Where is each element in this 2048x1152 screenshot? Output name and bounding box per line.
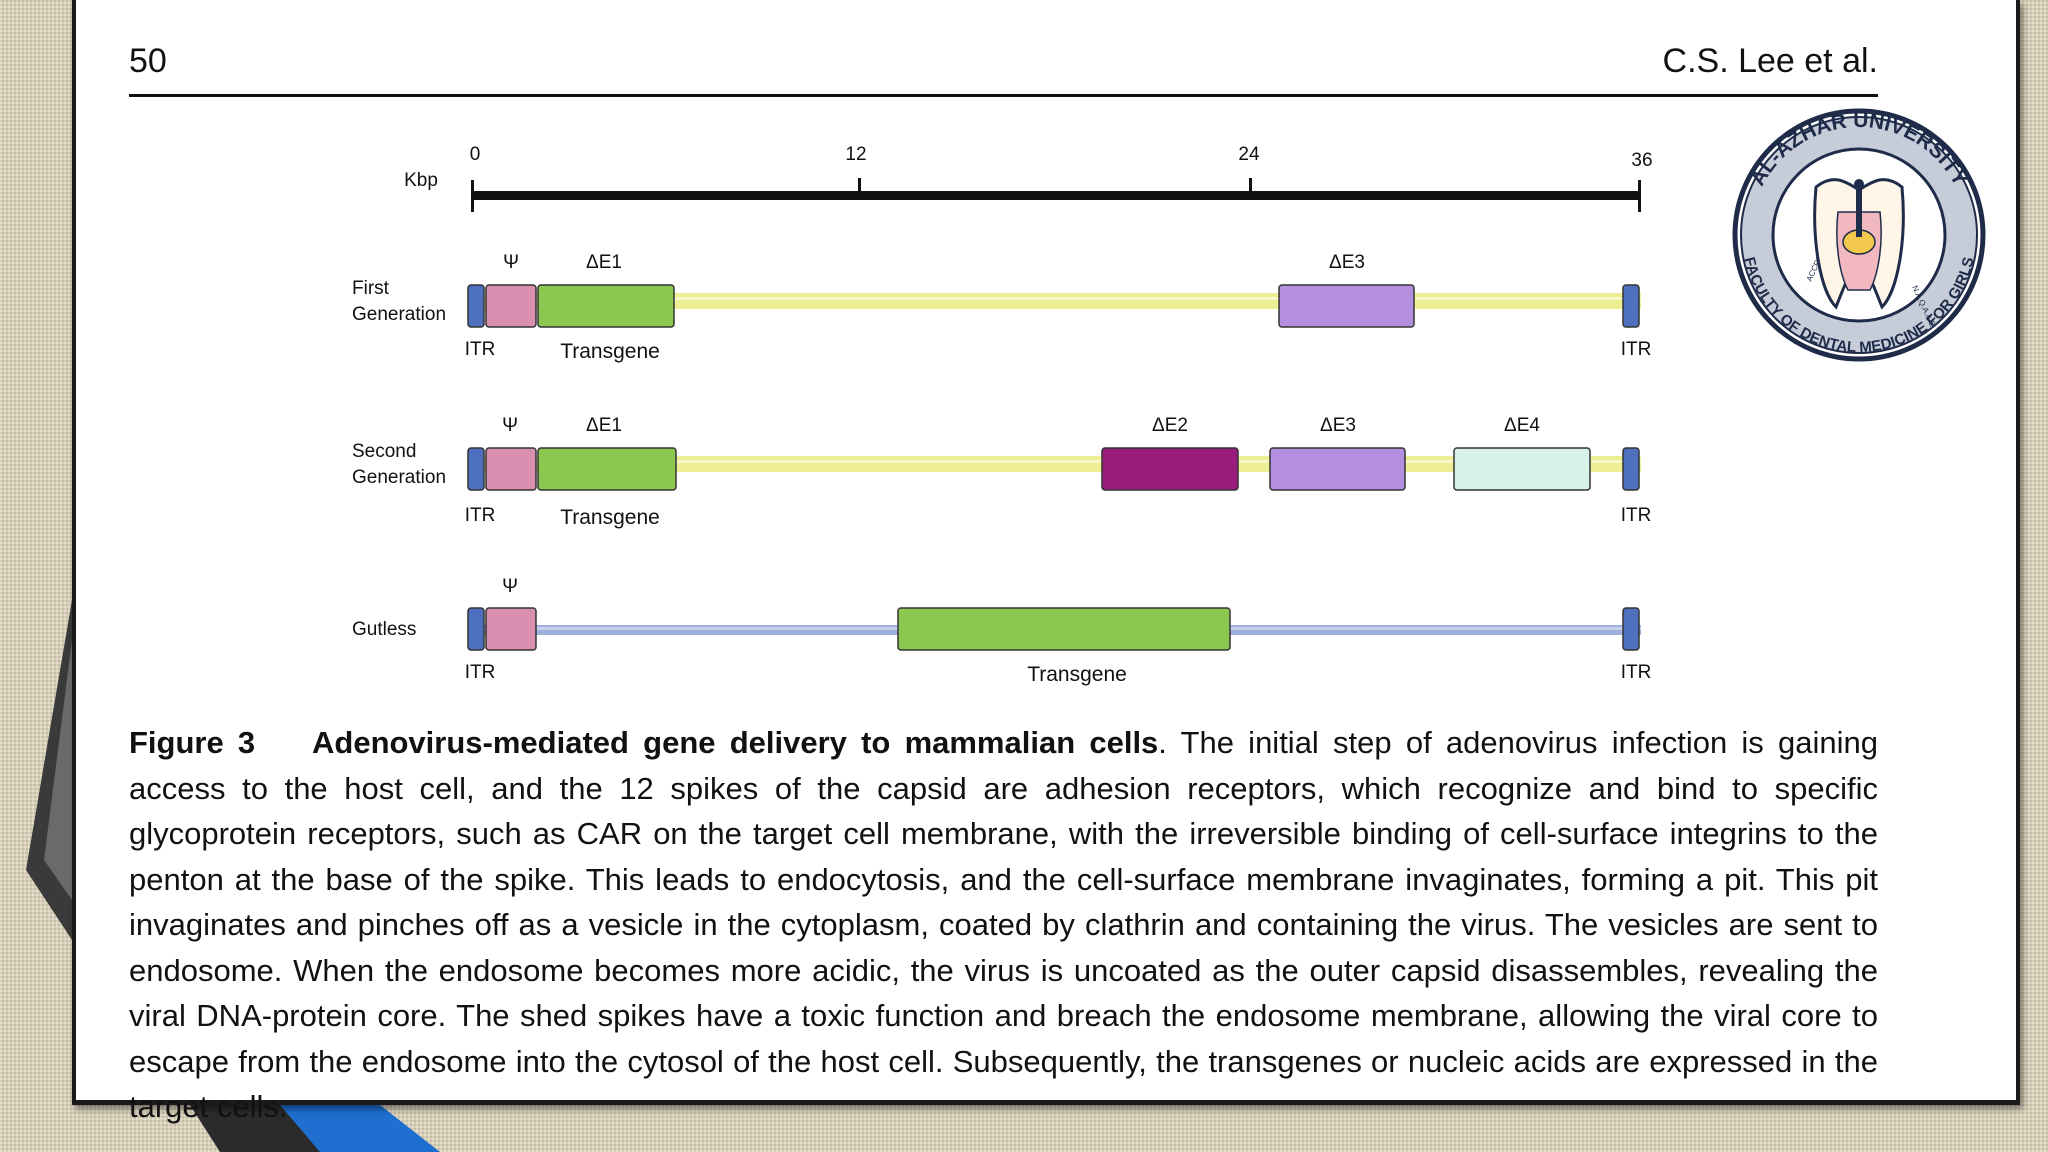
e4-deletion-block <box>1453 447 1591 491</box>
e2-deletion-block <box>1101 447 1239 491</box>
row-label-first-line2: Generation <box>352 304 446 325</box>
backbone-highlight <box>471 297 1641 300</box>
itr-label: ITR <box>1621 339 1652 360</box>
transgene-block <box>897 607 1231 651</box>
itr-block <box>1622 284 1640 328</box>
itr-block <box>467 284 485 328</box>
page-number: 50 <box>129 42 167 80</box>
itr-block <box>467 607 485 651</box>
scale-tick <box>858 178 861 192</box>
scale-tick-label: 36 <box>1631 150 1652 171</box>
e3-deletion-block <box>1269 447 1406 491</box>
scale-tick <box>1249 178 1252 192</box>
itr-block <box>1622 447 1640 491</box>
e2-label: ΔE2 <box>1152 415 1188 436</box>
figure-caption: Figure 3 Adenovirus-mediated gene delive… <box>129 720 1878 1130</box>
page-header: 50 C.S. Lee et al. <box>129 38 1878 97</box>
transgene-label: Transgene <box>560 340 660 363</box>
transgene-e1-block <box>537 284 675 328</box>
e1-label: ΔE1 <box>586 252 622 273</box>
e3-label: ΔE3 <box>1329 252 1365 273</box>
itr-label: ITR <box>465 505 496 526</box>
e4-label: ΔE4 <box>1504 415 1540 436</box>
scale-unit-label: Kbp <box>404 170 438 191</box>
backbone-highlight <box>471 460 1641 463</box>
scale-bar <box>471 191 1641 200</box>
scale-tick <box>471 180 474 212</box>
itr-label: ITR <box>1621 662 1652 683</box>
itr-block <box>1622 607 1640 651</box>
bottom-blue-ribbon <box>280 1105 440 1152</box>
psi-block <box>485 284 537 328</box>
e1-label: ΔE1 <box>586 415 622 436</box>
psi-label: Ψ <box>502 576 518 597</box>
psi-block <box>485 447 537 491</box>
itr-block <box>467 447 485 491</box>
caption-title: Adenovirus-mediated gene delivery to mam… <box>312 725 1159 760</box>
row-label-second-line2: Generation <box>352 467 446 488</box>
paper-page: 50 C.S. Lee et al. Kbp 0 12 24 36 First … <box>72 0 2020 1124</box>
itr-label: ITR <box>465 339 496 360</box>
psi-block <box>485 607 537 651</box>
transgene-e1-block <box>537 447 677 491</box>
scale-tick <box>1638 180 1641 212</box>
scale-tick-label: 12 <box>845 144 866 165</box>
psi-label: Ψ <box>503 252 519 273</box>
itr-label: ITR <box>465 662 496 683</box>
transgene-label: Transgene <box>560 506 660 529</box>
psi-label: Ψ <box>502 415 518 436</box>
transgene-label: Transgene <box>1027 663 1127 686</box>
e3-deletion-block <box>1278 284 1415 328</box>
e3-label: ΔE3 <box>1320 415 1356 436</box>
left-grey-wedge <box>44 640 72 900</box>
caption-figure-label: Figure 3 <box>129 725 256 760</box>
running-authors: C.S. Lee et al. <box>1662 42 1878 80</box>
row-label-first-line1: First <box>352 278 390 299</box>
adenovirus-vector-figure: Kbp 0 12 24 36 First Generation Ψ ΔE1 ΔE… <box>352 144 1653 686</box>
row-label-gutless: Gutless <box>352 619 416 640</box>
scale-tick-label: 0 <box>470 144 481 165</box>
minaret-top-icon <box>1854 179 1864 189</box>
itr-label: ITR <box>1621 505 1652 526</box>
minaret-icon <box>1856 187 1862 237</box>
scale-tick-label: 24 <box>1238 144 1260 165</box>
al-azhar-university-seal: AL-AZHAR UNIVERSITY FACULTY OF DENTAL ME… <box>1732 108 1986 362</box>
caption-body: . The initial step of adenovirus infecti… <box>129 725 1878 1124</box>
row-label-second-line1: Second <box>352 441 416 462</box>
